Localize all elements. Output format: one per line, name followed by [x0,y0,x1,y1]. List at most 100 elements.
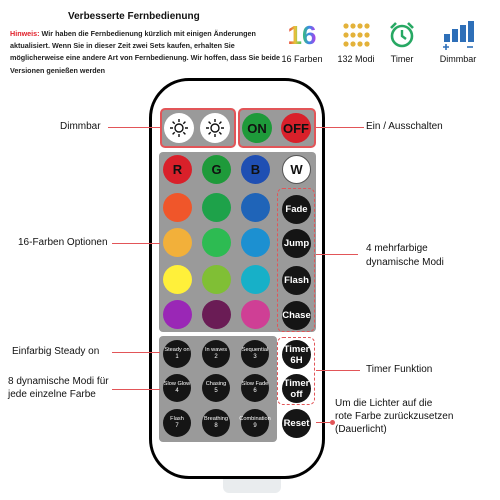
mode-name: Slow Fade [241,381,269,387]
chase-button[interactable]: Chase [282,301,311,330]
on-label: ON [247,120,267,136]
mode-number: 8 [214,423,218,429]
feature-timer: Timer [371,20,433,64]
mode-number: 4 [175,388,179,394]
mode-name: Chasing [205,381,227,387]
mode-name: Breathing [204,416,228,422]
dimmer-bars-icon [427,20,489,50]
callout-line [112,389,160,390]
callout-dot [330,420,335,425]
feature-label: 132 Modi [337,54,375,64]
callout-reset-1: Um die Lichter auf die [335,398,433,409]
feature-label: Timer [390,54,414,64]
callout-timer: Timer Funktion [366,364,433,375]
color-button[interactable] [163,228,192,257]
color-button[interactable] [241,300,270,329]
callout-reset-3: (Dauerlicht) [335,424,387,435]
callout-steady: Einfarbig Steady on [12,346,100,357]
mode-number: 3 [253,354,257,360]
mode-number: 9 [253,423,257,429]
sun-icon [170,119,188,137]
callout-line [316,422,330,423]
callout-line [316,127,364,128]
feature-modes: 132 Modi [325,20,387,64]
note-text: Hinweis: Wir haben die Fernbedienung kür… [10,28,282,77]
color-button[interactable] [241,228,270,257]
sun-icon [206,119,224,137]
feature-label: Dimmbar [439,54,477,64]
mode-number: 6 [253,388,257,394]
color-button[interactable] [202,193,231,222]
brightness-down-button[interactable] [164,113,194,143]
callout-line [112,352,160,353]
color-button[interactable] [241,265,270,294]
mode-name: Flash [170,416,184,422]
page-title: Verbesserte Fernbedienung [68,11,200,22]
modes-grid-icon [325,20,387,50]
callout-line [108,127,160,128]
jump-button[interactable]: Jump [282,229,311,258]
callout-four-modes-1: 4 mehrfarbige [366,243,428,254]
mode-name: Steady on [164,347,190,353]
feature-label: 16 Farben [281,54,323,64]
mode-number: 7 [175,423,179,429]
blue-button[interactable]: B [241,155,270,184]
callout-line [316,370,360,371]
feature-dimmer: Dimmbar [427,20,489,64]
green-label: G [211,162,222,177]
callout-eight-modes-2: jede einzelne Farbe [8,389,96,400]
flash-label: Flash [284,275,309,286]
dynamic-modes-highlight [277,188,315,332]
color-button[interactable] [202,228,231,257]
chase-label: Chase [282,310,311,321]
callout-eight-modes-1: 8 dynamische Modi für [8,376,109,387]
color-button[interactable] [202,265,231,294]
mode-number: 5 [214,388,218,394]
mode-name: Sequential [241,347,269,353]
mode-number: 1 [175,354,179,360]
color-button[interactable] [163,193,192,222]
reset-button[interactable]: Reset [282,409,311,438]
green-button[interactable]: G [202,155,231,184]
color-button[interactable] [163,265,192,294]
alarm-clock-icon [371,20,433,50]
off-button[interactable]: OFF [281,113,311,143]
color-button[interactable] [202,300,231,329]
mode-name: In waves [204,347,228,353]
jump-label: Jump [283,238,310,249]
note-label: Hinweis: [10,29,40,38]
flash-button[interactable]: Flash [282,266,311,295]
color-button[interactable] [241,193,270,222]
fade-button[interactable]: Fade [282,195,311,224]
white-button[interactable]: W [282,155,311,184]
red-button[interactable]: R [163,155,192,184]
callout-ein-aus: Ein / Ausschalten [366,121,443,132]
callout-line [112,243,160,244]
mode-name: Slow Glow [163,381,191,387]
color-button[interactable] [163,300,192,329]
reset-label: Reset [283,418,310,429]
on-button[interactable]: ON [242,113,272,143]
callout-line [316,254,358,255]
callout-reset-2: rote Farbe zurückzusetzen [335,411,454,422]
off-label: OFF [283,120,309,136]
brightness-up-button[interactable] [200,113,230,143]
remote-stand [223,479,281,493]
callout-sixteen-colors: 16-Farben Optionen [18,237,108,248]
callout-dimmbar: Dimmbar [60,121,101,132]
mode-name: Combination [239,416,271,422]
sixteen-colors-icon: 16 [287,19,317,50]
